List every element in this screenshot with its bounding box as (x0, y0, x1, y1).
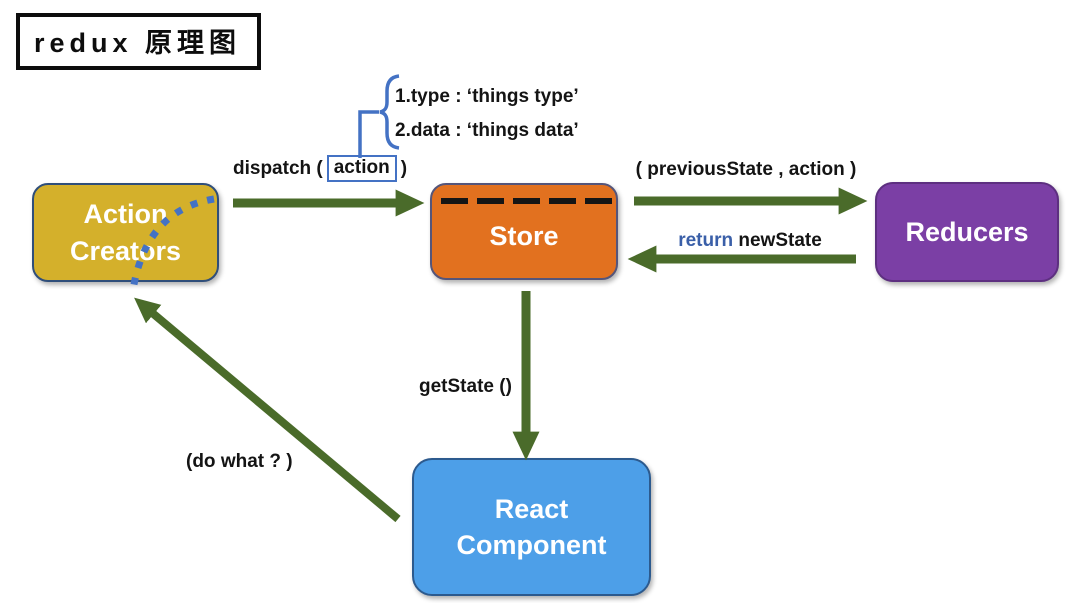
node-store-label: Store (489, 221, 559, 252)
return-keyword: return (678, 230, 734, 251)
arrow-do-what (134, 297, 401, 523)
dispatch-label: dispatch ( action ) (233, 155, 407, 182)
node-action-creators-label: Action Creators (69, 199, 182, 266)
dispatch-prefix: dispatch ( (233, 157, 323, 179)
action-chip: action (326, 155, 397, 182)
node-reducers-label: Reducers (905, 216, 1029, 247)
previous-state-label: ( previousState , action ) (635, 159, 857, 180)
action-brace-connector (358, 110, 379, 158)
diagram-title: redux 原理图 (16, 13, 262, 70)
payload-data-label: 2.data : ‘things data’ (395, 120, 579, 141)
getstate-label: getState () (419, 376, 512, 397)
node-react-component: React Component (412, 458, 651, 596)
newstate-text: newState (733, 230, 822, 251)
node-reducers: Reducers (875, 182, 1059, 282)
node-action-creators: Action Creators (32, 183, 219, 282)
do-what-label: (do what ? ) (186, 451, 293, 472)
return-newstate-label: return newState (660, 230, 840, 252)
dispatch-suffix: ) (400, 157, 408, 179)
payload-type-label: 1.type : ‘things type’ (395, 86, 579, 107)
node-react-component-label: React Component (456, 493, 607, 560)
node-store: Store (430, 183, 618, 280)
